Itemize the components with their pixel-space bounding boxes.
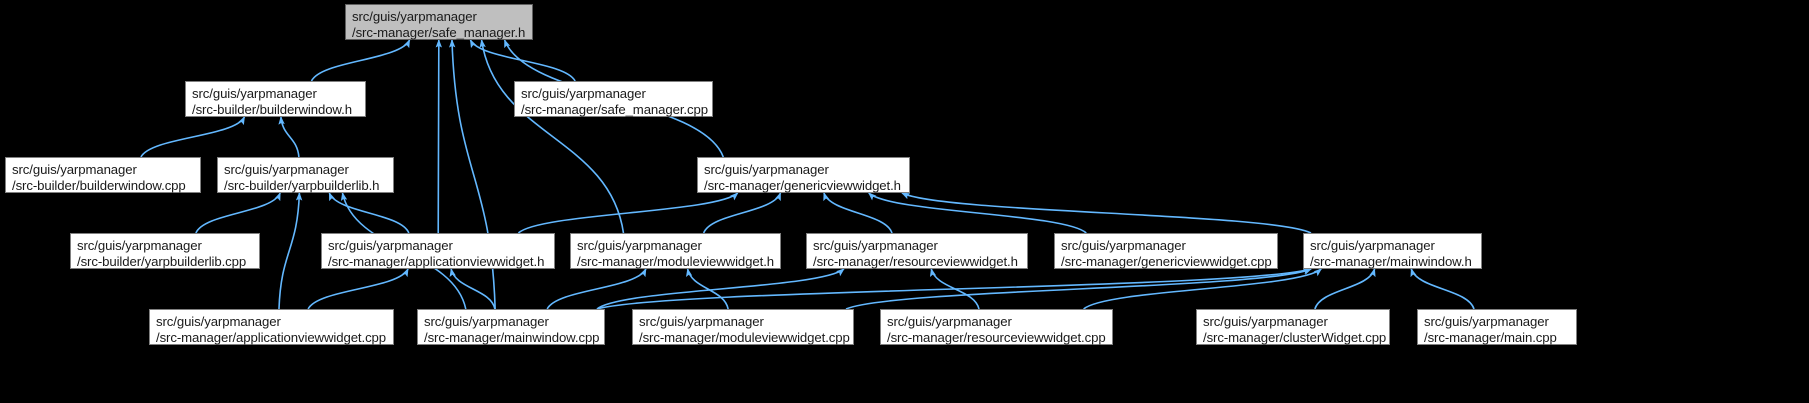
node-label-line2: /src-builder/builderwindow.h <box>192 102 352 117</box>
node-label-line1: src/guis/yarpmanager <box>1203 314 1328 329</box>
graph-node-genericviewwidget_cpp[interactable]: src/guis/yarpmanager/src-manager/generic… <box>1054 233 1278 269</box>
node-label-line1: src/guis/yarpmanager <box>424 314 549 329</box>
graph-node-mainwindow_cpp[interactable]: src/guis/yarpmanager/src-manager/mainwin… <box>417 309 605 345</box>
node-label-line2: /src-manager/main.cpp <box>1424 330 1557 345</box>
graph-edge <box>546 268 647 310</box>
graph-edge <box>307 268 409 310</box>
node-label-line2: /src-manager/applicationviewwidget.cpp <box>156 330 387 345</box>
node-label-line1: src/guis/yarpmanager <box>192 86 317 101</box>
node-label-line1: src/guis/yarpmanager <box>1310 238 1435 253</box>
graph-edge <box>517 192 739 234</box>
node-label-line2: /src-manager/resourceviewwidget.cpp <box>887 330 1106 345</box>
graph-node-genericviewwidget_h[interactable]: src/guis/yarpmanager/src-manager/generic… <box>697 157 910 193</box>
graph-edge <box>278 116 300 158</box>
node-label-line1: src/guis/yarpmanager <box>887 314 1012 329</box>
graph-edge <box>1314 268 1376 310</box>
node-label-line2: /src-builder/yarpbuilderlib.h <box>224 178 380 193</box>
node-label-line2: /src-manager/safe_manager.h <box>352 25 526 40</box>
graph-edge <box>449 268 496 310</box>
graph-edge <box>868 192 1087 234</box>
graph-edge <box>845 268 1312 310</box>
graph-node-applicationviewwidget_cpp[interactable]: src/guis/yarpmanager/src-manager/applica… <box>149 309 394 345</box>
node-label-line2: /src-manager/resourceviewwidget.h <box>813 254 1018 269</box>
node-label-line2: /src-builder/builderwindow.cpp <box>12 178 186 193</box>
graph-node-applicationviewwidget_h[interactable]: src/guis/yarpmanager/src-manager/applica… <box>321 233 555 269</box>
graph-node-safe_manager_h[interactable]: src/guis/yarpmanager/src-manager/safe_ma… <box>345 4 533 40</box>
graph-node-yarpbuilderlib_cpp[interactable]: src/guis/yarpmanager/src-builder/yarpbui… <box>70 233 260 269</box>
graph-edge <box>195 192 281 234</box>
graph-edge <box>686 268 729 310</box>
node-label-line1: src/guis/yarpmanager <box>328 238 453 253</box>
graph-edge <box>596 267 1312 310</box>
node-label-line2: /src-manager/clusterWidget.cpp <box>1203 330 1387 345</box>
graph-edge <box>901 192 1312 234</box>
graph-node-safe_manager_cpp[interactable]: src/guis/yarpmanager/src-manager/safe_ma… <box>514 81 713 117</box>
graph-node-main_cpp[interactable]: src/guis/yarpmanager/src-manager/main.cp… <box>1417 309 1577 345</box>
graph-node-moduleviewwidget_cpp[interactable]: src/guis/yarpmanager/src-manager/modulev… <box>632 309 854 345</box>
graph-node-builderwindow_h[interactable]: src/guis/yarpmanager/src-builder/builder… <box>185 81 366 117</box>
node-label-line1: src/guis/yarpmanager <box>77 238 202 253</box>
graph-edge <box>702 192 782 234</box>
node-label-line1: src/guis/yarpmanager <box>1424 314 1549 329</box>
node-label-line1: src/guis/yarpmanager <box>521 86 646 101</box>
node-label-line2: /src-manager/mainwindow.cpp <box>424 330 600 345</box>
node-label-line2: /src-manager/moduleviewwidget.cpp <box>639 330 850 345</box>
node-label-line1: src/guis/yarpmanager <box>1061 238 1186 253</box>
node-label-line2: /src-manager/safe_manager.cpp <box>521 102 708 117</box>
graph-node-resourceviewwidget_h[interactable]: src/guis/yarpmanager/src-manager/resourc… <box>806 233 1028 269</box>
node-label-line1: src/guis/yarpmanager <box>639 314 764 329</box>
graph-node-builderwindow_cpp[interactable]: src/guis/yarpmanager/src-builder/builder… <box>5 157 201 193</box>
graph-edge <box>596 268 845 310</box>
node-label-line1: src/guis/yarpmanager <box>704 162 829 177</box>
graph-node-mainwindow_h[interactable]: src/guis/yarpmanager/src-manager/mainwin… <box>1303 233 1482 269</box>
node-label-line1: src/guis/yarpmanager <box>12 162 137 177</box>
graph-edge <box>479 39 625 234</box>
node-label-line2: /src-manager/moduleviewwidget.h <box>577 254 774 269</box>
graph-edge <box>929 268 980 310</box>
node-label-line1: src/guis/yarpmanager <box>352 9 477 24</box>
node-label-line1: src/guis/yarpmanager <box>224 162 349 177</box>
node-label-line2: /src-builder/yarpbuilderlib.cpp <box>77 254 247 269</box>
node-label-line1: src/guis/yarpmanager <box>813 238 938 253</box>
node-label-line1: src/guis/yarpmanager <box>156 314 281 329</box>
graph-edge <box>1083 268 1322 310</box>
graph-node-resourceviewwidget_cpp[interactable]: src/guis/yarpmanager/src-manager/resourc… <box>880 309 1113 345</box>
node-label-line2: /src-manager/genericviewwidget.cpp <box>1061 254 1272 269</box>
graph-node-yarpbuilderlib_h[interactable]: src/guis/yarpmanager/src-builder/yarpbui… <box>217 157 394 193</box>
graph-node-moduleviewwidget_h[interactable]: src/guis/yarpmanager/src-manager/modulev… <box>570 233 781 269</box>
node-label-line1: src/guis/yarpmanager <box>577 238 702 253</box>
graph-edge <box>278 192 303 310</box>
graph-edge <box>1410 268 1475 310</box>
graph-edge <box>328 192 410 234</box>
graph-edge <box>469 39 576 82</box>
graph-edge <box>823 192 893 234</box>
graph-edge <box>435 39 443 234</box>
graph-edge <box>140 116 246 158</box>
graph-node-clusterWidget_cpp[interactable]: src/guis/yarpmanager/src-manager/cluster… <box>1196 309 1390 345</box>
node-label-line2: /src-manager/mainwindow.h <box>1310 254 1472 269</box>
node-label-line2: /src-manager/applicationviewwidget.h <box>328 254 545 269</box>
node-label-line2: /src-manager/genericviewwidget.h <box>704 178 901 193</box>
graph-edge <box>310 39 411 82</box>
